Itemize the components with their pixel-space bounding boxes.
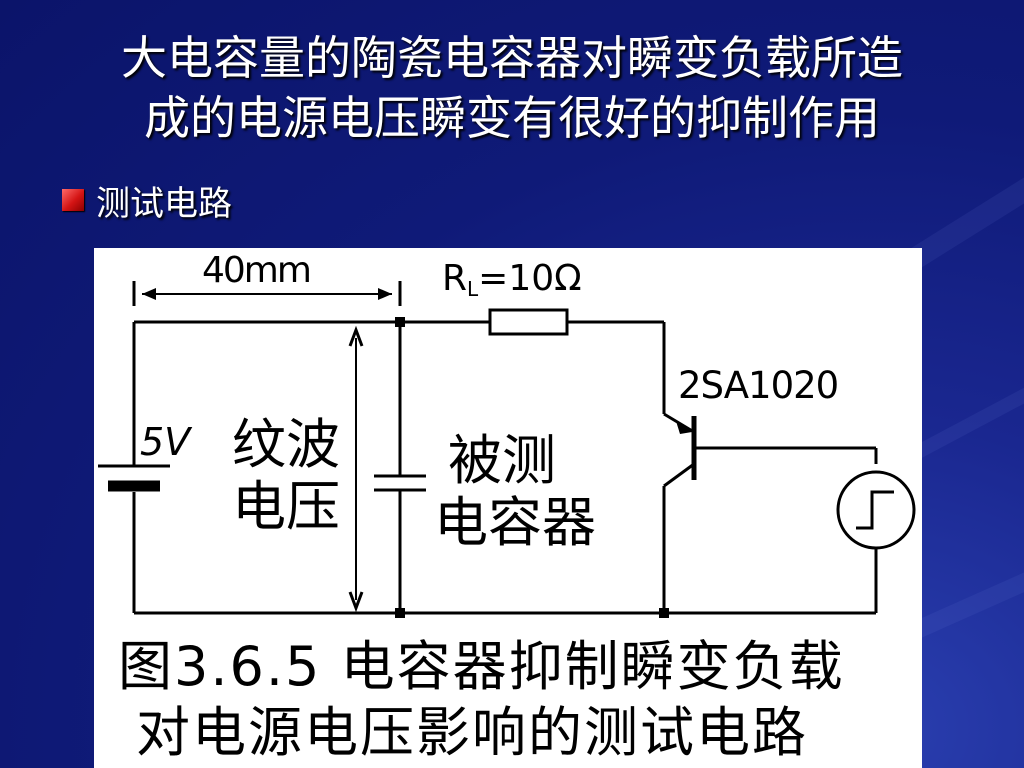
circuit-diagram	[98, 281, 916, 618]
junction-dot	[395, 317, 405, 327]
square-bullet-icon	[62, 189, 84, 211]
ripple-arrow-top	[348, 325, 364, 347]
bullet-text: 测试电路	[96, 183, 232, 224]
junction-dot	[395, 608, 405, 618]
title-line-1: 大电容量的陶瓷电容器对瞬变负载所造	[121, 31, 903, 85]
dut-label-line-1: 被测	[448, 429, 556, 492]
ripple-label-line-2: 电压	[232, 475, 340, 538]
battery-label: 5V	[140, 420, 191, 464]
circuit-figure: 40mm RL=10Ω 2SA1020 5V 纹波 电压 被测 电容器 图3.6…	[94, 248, 922, 768]
dimension-arrow-right	[378, 288, 392, 300]
transistor-collector	[663, 462, 695, 488]
title-line-2: 成的电源电压瞬变有很好的抑制作用	[144, 91, 880, 145]
dut-label: 被测 电容器	[434, 430, 596, 554]
resistor-symbol: R	[442, 258, 468, 299]
transistor-label: 2SA1020	[678, 364, 839, 407]
resistor-value: =10Ω	[478, 258, 582, 299]
transistor-emitter	[663, 412, 695, 434]
emitter-arrow	[676, 421, 692, 434]
ripple-label-line-1: 纹波	[232, 413, 340, 476]
caption-line-2: 对电源电压影响的测试电路	[136, 701, 808, 764]
dimension-label: 40mm	[202, 250, 312, 291]
load-resistor	[488, 308, 569, 336]
pulse-step-icon	[856, 490, 894, 530]
ripple-voltage-label: 纹波 电压	[232, 414, 340, 538]
dimension-arrow-left	[142, 288, 156, 300]
resistor-subscript: L	[467, 277, 479, 301]
slide-title: 大电容量的陶瓷电容器对瞬变负载所造 成的电源电压瞬变有很好的抑制作用	[0, 28, 1024, 148]
junction-dot	[659, 608, 669, 618]
pulse-source-symbol	[836, 470, 916, 550]
bullet-item: 测试电路	[62, 178, 232, 224]
ripple-arrow-bottom	[348, 591, 364, 613]
dut-label-line-2: 电容器	[434, 491, 596, 554]
caption-line-1: 图3.6.5 电容器抑制瞬变负载	[118, 635, 845, 698]
figure-caption: 图3.6.5 电容器抑制瞬变负载 对电源电压影响的测试电路	[118, 634, 845, 766]
resistor-label: RL=10Ω	[442, 258, 582, 301]
